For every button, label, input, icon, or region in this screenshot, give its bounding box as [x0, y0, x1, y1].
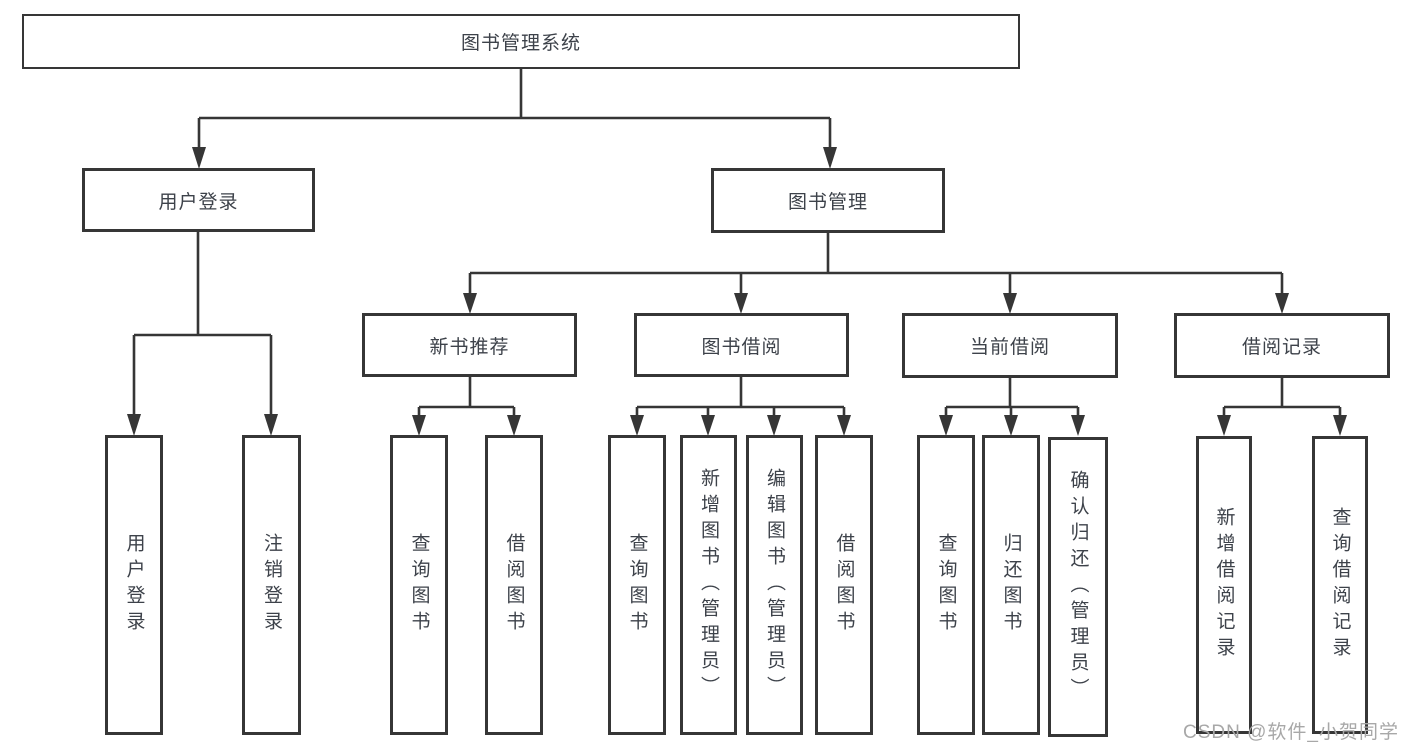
node-root-label: 图书管理系统: [460, 33, 581, 54]
leaf-borrowing-borrow-books: 借阅图书: [815, 435, 873, 735]
leaf-records-add-record-label: 新增借阅记录: [1213, 507, 1235, 663]
node-book-management-label: 图书管理: [787, 192, 868, 213]
leaf-records-add-record: 新增借阅记录: [1196, 436, 1252, 734]
leaf-user-login-label: 用户登录: [123, 533, 145, 637]
node-new-book-recommend: 新书推荐: [362, 313, 577, 377]
leaf-records-query-record-label: 查询借阅记录: [1329, 507, 1351, 663]
leaf-recommend-borrow-books: 借阅图书: [485, 435, 543, 735]
node-book-borrowing: 图书借阅: [634, 313, 849, 377]
leaf-recommend-query-books: 查询图书: [390, 435, 448, 735]
leaf-current-confirm-return-admin: 确认归还（管理员）: [1048, 437, 1108, 737]
leaf-records-query-record: 查询借阅记录: [1312, 436, 1368, 734]
leaf-current-confirm-return-admin-label: 确认归还（管理员）: [1067, 470, 1089, 704]
leaf-borrowing-add-books-admin-label: 新增图书（管理员）: [698, 468, 719, 702]
leaf-current-return-books: 归还图书: [982, 435, 1040, 735]
node-borrowing-records-label: 借阅记录: [1241, 337, 1322, 358]
leaf-current-query-books-label: 查询图书: [935, 533, 957, 637]
node-user-login: 用户登录: [82, 168, 315, 232]
node-user-login-label: 用户登录: [158, 191, 239, 213]
leaf-current-return-books-label: 归还图书: [1000, 533, 1022, 637]
node-root: 图书管理系统: [22, 14, 1020, 69]
leaf-user-login: 用户登录: [105, 435, 163, 735]
leaf-borrowing-query-books-label: 查询图书: [626, 533, 648, 637]
leaf-borrowing-borrow-books-label: 借阅图书: [833, 533, 855, 637]
leaf-logout: 注销登录: [242, 435, 301, 735]
node-new-book-recommend-label: 新书推荐: [429, 336, 510, 358]
leaf-borrowing-edit-books-admin-label: 编辑图书（管理员）: [764, 468, 785, 702]
leaf-recommend-borrow-books-label: 借阅图书: [503, 533, 525, 637]
leaf-current-query-books: 查询图书: [917, 435, 975, 735]
leaf-borrowing-add-books-admin: 新增图书（管理员）: [680, 435, 737, 735]
leaf-borrowing-query-books: 查询图书: [608, 435, 666, 735]
leaf-logout-label: 注销登录: [261, 533, 282, 637]
node-current-borrowing: 当前借阅: [902, 313, 1118, 378]
node-current-borrowing-label: 当前借阅: [969, 337, 1050, 358]
csdn-watermark: CSDN @软件_小贺同学: [1183, 722, 1399, 743]
node-book-borrowing-label: 图书借阅: [701, 336, 782, 358]
leaf-recommend-query-books-label: 查询图书: [408, 533, 430, 637]
node-book-management: 图书管理: [711, 168, 945, 233]
node-borrowing-records: 借阅记录: [1174, 313, 1390, 378]
leaf-borrowing-edit-books-admin: 编辑图书（管理员）: [746, 435, 803, 735]
